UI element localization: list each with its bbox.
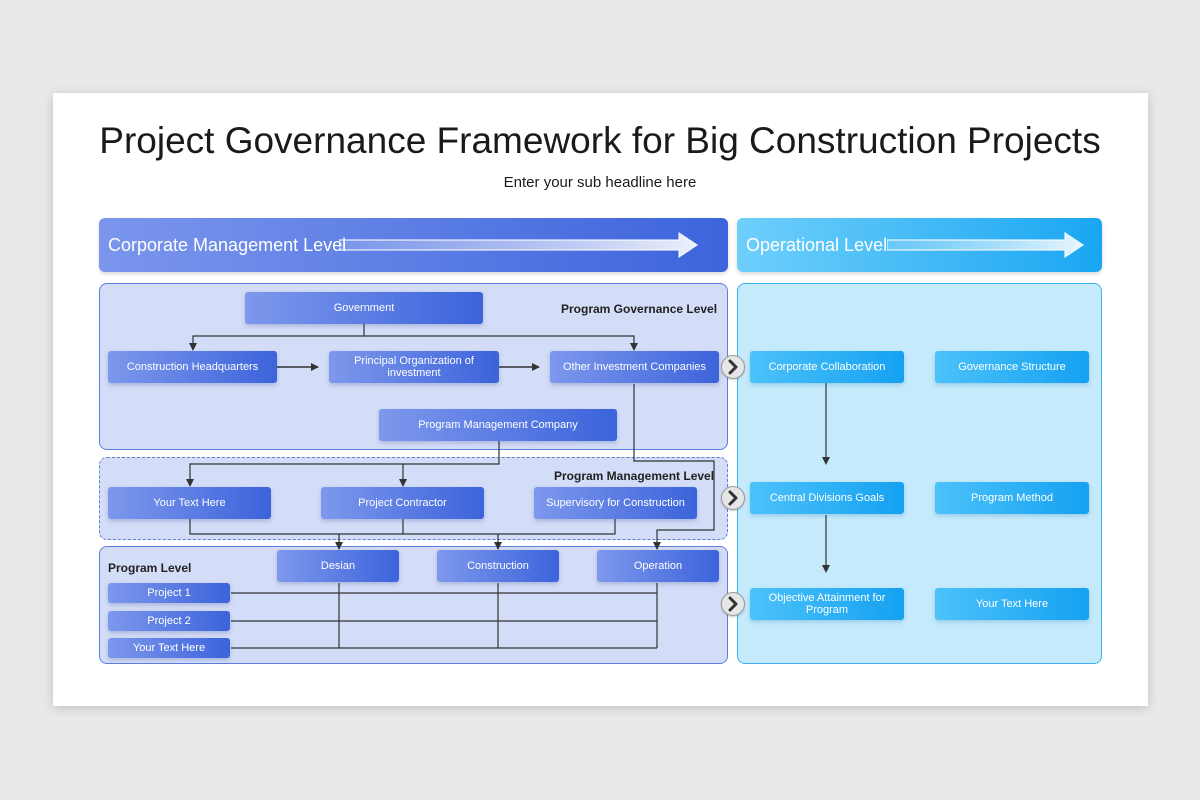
your-text-here-project-box: Your Text Here <box>108 638 230 658</box>
objective-attainment-box: Objective Attainment for Program <box>750 588 904 620</box>
government-box: Government <box>245 292 483 324</box>
program-management-label: Program Management Level <box>554 469 715 483</box>
page-title: Project Governance Framework for Big Con… <box>99 120 1101 161</box>
central-divisions-goals-box: Central Divisions Goals <box>750 482 904 514</box>
chevron-right-icon <box>721 592 745 616</box>
operational-label: Operational Level <box>746 235 888 255</box>
program-management-company-box: Program Management Company <box>379 409 617 441</box>
chevron-right-icon <box>721 486 745 510</box>
construction-box: Construction <box>437 550 559 582</box>
program-level-label: Program Level <box>108 561 192 575</box>
chevron-right-icon <box>721 355 745 379</box>
corporate-collaboration-box: Corporate Collaboration <box>750 351 904 383</box>
governance-structure-box: Governance Structure <box>935 351 1089 383</box>
page-subtitle: Enter your sub headline here <box>503 174 697 191</box>
project-contractor-box: Project Contractor <box>321 487 484 519</box>
program-method-box: Program Method <box>935 482 1089 514</box>
other-investment-companies-box: Other Investment Companies <box>550 351 719 383</box>
operation-box: Operation <box>597 550 719 582</box>
operational-banner: Operational Level <box>737 218 1102 272</box>
design-box: Desian <box>277 550 399 582</box>
project-1-box: Project 1 <box>108 583 230 603</box>
corporate-management-label: Corporate Management Level <box>108 235 347 255</box>
your-text-here-operational-box: Your Text Here <box>935 588 1089 620</box>
construction-headquarters-box: Construction Headquarters <box>108 351 277 383</box>
your-text-here-box: Your Text Here <box>108 487 271 519</box>
supervisory-construction-box: Supervisory for Construction <box>534 487 697 519</box>
program-governance-label: Program Governance Level <box>561 302 718 316</box>
principal-organization-box: Principal Organization of investment <box>329 351 499 383</box>
project-2-box: Project 2 <box>108 611 230 631</box>
